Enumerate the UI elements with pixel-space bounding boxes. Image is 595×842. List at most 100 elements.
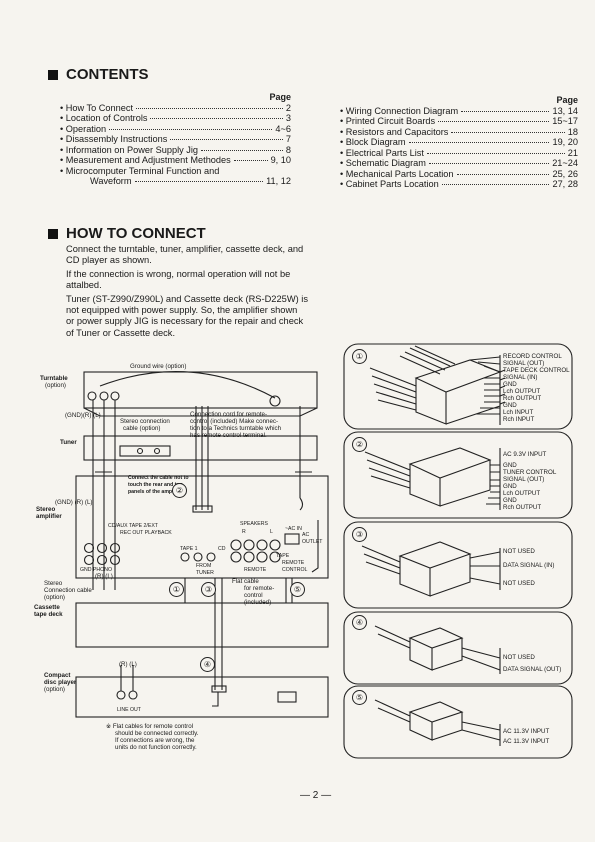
- pin-label: TUNER CONTROL: [503, 469, 557, 476]
- turntable-option-label: (option): [45, 382, 66, 389]
- gnd-r-l-label: (GND) (R) (L): [55, 499, 93, 506]
- cd-aux-label: CD/AUX TAPE 2/EXT: [108, 523, 158, 529]
- pin-label: GND: [503, 381, 517, 388]
- connector-callout-3: ③: [352, 527, 367, 542]
- stereo-connection-cable-label: cable (option): [123, 425, 161, 432]
- pin-label: Rch OUTPUT: [503, 395, 542, 402]
- cassette-label: Cassette: [34, 604, 60, 611]
- from-tuner-label: FROM TUNER: [196, 563, 214, 576]
- pin-label: GND: [503, 402, 517, 409]
- connector-callout-5: ⑤: [352, 690, 367, 705]
- ac-outlet-label: AC OUTLET: [302, 532, 323, 545]
- bullet-square-icon: [48, 228, 58, 239]
- intro-paragraph: If the connection is wrong, normal opera…: [66, 268, 291, 291]
- flat-cable-label: control: [244, 592, 263, 599]
- bullet-square-icon: [48, 69, 58, 80]
- pin-label: AC 9.3V INPUT: [503, 451, 547, 458]
- pin-label: Rch OUTPUT: [503, 504, 542, 511]
- speaker-r-label: R: [242, 529, 246, 535]
- connector-callout-1: ①: [352, 349, 367, 364]
- compact-disc-label: disc player: [44, 679, 77, 686]
- ac-in-label: ~AC IN: [285, 526, 302, 532]
- warning-note: panels of the amplifier.: [128, 489, 185, 495]
- toc-entry[interactable]: • Microcomputer Terminal Function and: [60, 165, 220, 176]
- speaker-l-label: L: [270, 529, 273, 535]
- rec-out-label: REC OUT PLAYBACK: [120, 530, 172, 536]
- pin-label: Rch INPUT: [503, 416, 535, 423]
- stereo-connection-cable-label: Connection cable: [44, 587, 92, 594]
- connection-cord-note: control (included) Make connec-: [190, 418, 279, 425]
- how-to-connect-intro: Connect the turntable, tuner, amplifier,…: [66, 244, 308, 341]
- callout-4: ④: [200, 657, 215, 672]
- pin-label: NOT USED: [503, 580, 535, 587]
- pin-label: NOT USED: [503, 548, 535, 555]
- pin-label: AC 11.3V INPUT: [503, 738, 550, 745]
- warning-note: Connect the cable not to: [128, 475, 189, 481]
- tape-label: TAPE: [276, 553, 290, 559]
- pin-label: Lch OUTPUT: [503, 490, 541, 497]
- stereo-connection-cable-label: Stereo connection: [120, 418, 170, 425]
- pin-label: DATA SIGNAL (OUT): [503, 666, 562, 673]
- remote-control-label: REMOTE CONTROL: [282, 560, 308, 573]
- connector-callout-2: ②: [352, 437, 367, 452]
- flat-cable-label: (included): [244, 599, 272, 606]
- r-l-label: (R) (L): [95, 573, 113, 580]
- pin-label: GND: [503, 483, 517, 490]
- pin-label: RECORD CONTROL: [503, 353, 562, 360]
- stereo-connection-cable-label: (option): [44, 594, 65, 601]
- note-text: should be connected correctly.: [115, 730, 199, 737]
- callout-1: ①: [169, 582, 184, 597]
- how-to-connect-title: HOW TO CONNECT: [66, 225, 206, 242]
- contents-heading: CONTENTS: [48, 66, 149, 83]
- intro-paragraph: Tuner (ST-Z990/Z990L) and Cassette deck …: [66, 293, 308, 338]
- pin-label: Lch INPUT: [503, 409, 534, 416]
- pin-label: GND: [503, 462, 517, 469]
- note-text: If connections are wrong, the: [115, 737, 195, 744]
- contents-title: CONTENTS: [66, 66, 149, 83]
- turntable-label: Turntable: [40, 375, 68, 382]
- intro-paragraph: Connect the turntable, tuner, amplifier,…: [66, 244, 304, 266]
- gnd-phono-label: GND PHONO: [80, 567, 112, 573]
- stereo-amplifier-label: Stereo: [36, 506, 56, 513]
- compact-disc-label: (option): [44, 686, 65, 693]
- callout-2: ②: [172, 483, 187, 498]
- page-number: — 2 —: [300, 790, 332, 801]
- pin-label: TAPE DECK CONTROL: [503, 367, 570, 374]
- stereo-amplifier-label: amplifier: [36, 513, 62, 520]
- compact-disc-label: Compact: [44, 672, 71, 679]
- callout-3: ③: [201, 582, 216, 597]
- tuner-label: Tuner: [60, 439, 77, 446]
- gnd-r-l-label: (GND)(R) (L): [65, 412, 101, 419]
- warning-note: touch the rear and top: [128, 482, 183, 488]
- callout-5: ⑤: [290, 582, 305, 597]
- connection-cord-note: tion to a Technics turntable which: [190, 425, 282, 432]
- connector-callout-4: ④: [352, 615, 367, 630]
- flat-cable-label: Flat cable: [232, 578, 259, 585]
- pin-label: NOT USED: [503, 654, 535, 661]
- pin-label: Lch OUTPUT: [503, 388, 541, 395]
- connection-cord-note: has remote control terminal.: [190, 432, 267, 439]
- cassette-label: tape deck: [34, 611, 63, 618]
- note-text: ※ Flat cables for remote control: [106, 723, 194, 730]
- pin-label: GND: [503, 497, 517, 504]
